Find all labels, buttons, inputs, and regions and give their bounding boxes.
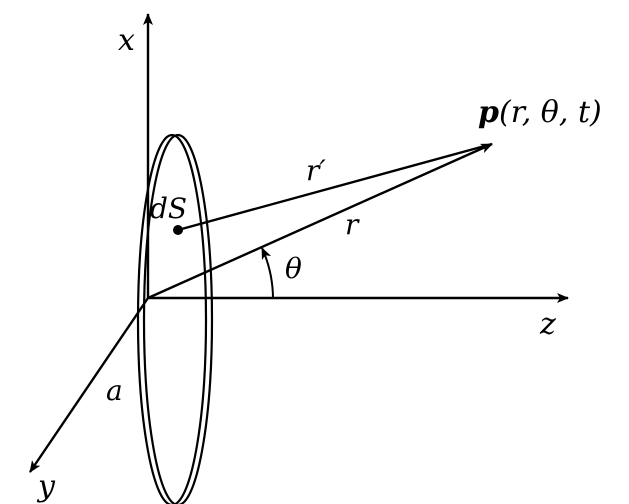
theta-arc xyxy=(261,247,274,299)
disk-back-edge xyxy=(136,133,208,504)
y-axis-label: y xyxy=(36,469,56,504)
point-label-args: (r, θ, t) xyxy=(499,95,602,130)
radius-label: a xyxy=(106,374,123,407)
r-label: r xyxy=(345,208,360,241)
r-prime-vector xyxy=(177,142,493,232)
r-vector xyxy=(147,142,493,300)
z-axis-label: z xyxy=(539,307,556,342)
surface-element-label: dS xyxy=(150,192,187,225)
point-label: p(r, θ, t) xyxy=(478,95,602,130)
r-prime-label: r′ xyxy=(306,154,326,187)
point-label-bold: p xyxy=(478,95,499,130)
theta-label: θ xyxy=(285,252,302,285)
x-axis-label: x xyxy=(118,23,135,58)
y-axis-line xyxy=(29,297,149,473)
disk-front-edge xyxy=(142,133,214,504)
surface-element-dot xyxy=(173,225,183,235)
